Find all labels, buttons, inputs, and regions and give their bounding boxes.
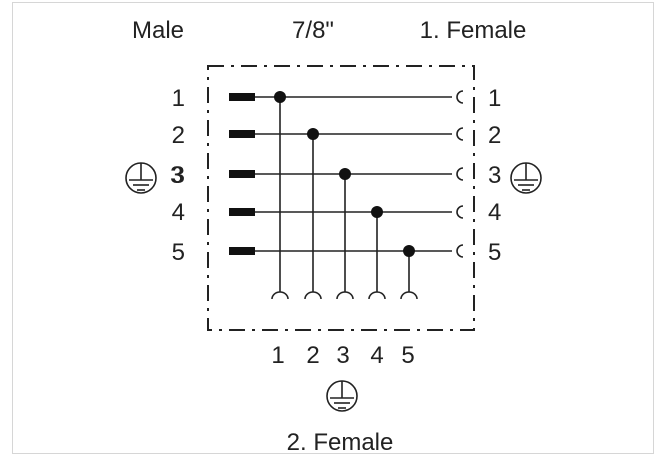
female1-pin-2-label: 2 [488,122,501,149]
female1-pin-5-label: 5 [488,239,501,266]
junction-5 [403,245,415,257]
male-pin-1-label: 1 [172,85,185,112]
female-1-label: 1. Female [420,17,527,44]
horizontal-wires [254,96,452,252]
female1-socket-5 [456,244,464,258]
junction-1 [274,91,286,103]
male-pin-1 [229,93,255,101]
male-pin-3-label: 3 [172,162,185,189]
male-pin-2 [229,130,255,138]
connector-type-label: 7/8" [292,17,334,44]
female-2-label: 2. Female [287,429,394,456]
female2-socket-2 [304,291,322,300]
female2-pin-2-label: 2 [306,342,319,369]
female1-socket-4 [456,205,464,219]
junction-2 [307,128,319,140]
female2-socket-4 [368,291,386,300]
male-pin-2-label: 2 [172,122,185,149]
female1-socket-2 [456,127,464,141]
female2-socket-1 [271,291,289,300]
male-pin-4 [229,208,255,216]
male-pins [229,93,255,255]
female1-socket-1 [456,90,464,104]
male-label: Male [132,17,184,44]
female2-pin-5-label: 5 [401,342,414,369]
male-pin-4-label: 4 [172,199,185,226]
male-pin-3 [229,170,255,178]
male-ground-pin-label: 3 [170,162,183,189]
connector-housing-outline [207,65,475,331]
female1-pin-4-label: 4 [488,199,501,226]
female2-pin-1-label: 1 [271,342,284,369]
female2-socket-3 [336,291,354,300]
male-pin-5 [229,247,255,255]
female1-sockets [456,90,464,258]
female1-pin-3-label: 3 [488,162,501,189]
vertical-wires [279,97,410,292]
male-pin-5-label: 5 [172,239,185,266]
female1-pin-1-label: 1 [488,85,501,112]
ground-icon [125,162,157,194]
junction-4 [371,206,383,218]
female2-pin-3-label: 3 [336,342,349,369]
ground-icon [326,380,358,412]
female1-socket-3 [456,167,464,181]
female2-pin-4-label: 4 [370,342,383,369]
junction-3 [339,168,351,180]
diagram-frame [12,2,654,454]
junction-dots [274,91,415,257]
female2-socket-5 [400,291,418,300]
ground-icon [510,162,542,194]
female2-sockets [271,291,418,300]
